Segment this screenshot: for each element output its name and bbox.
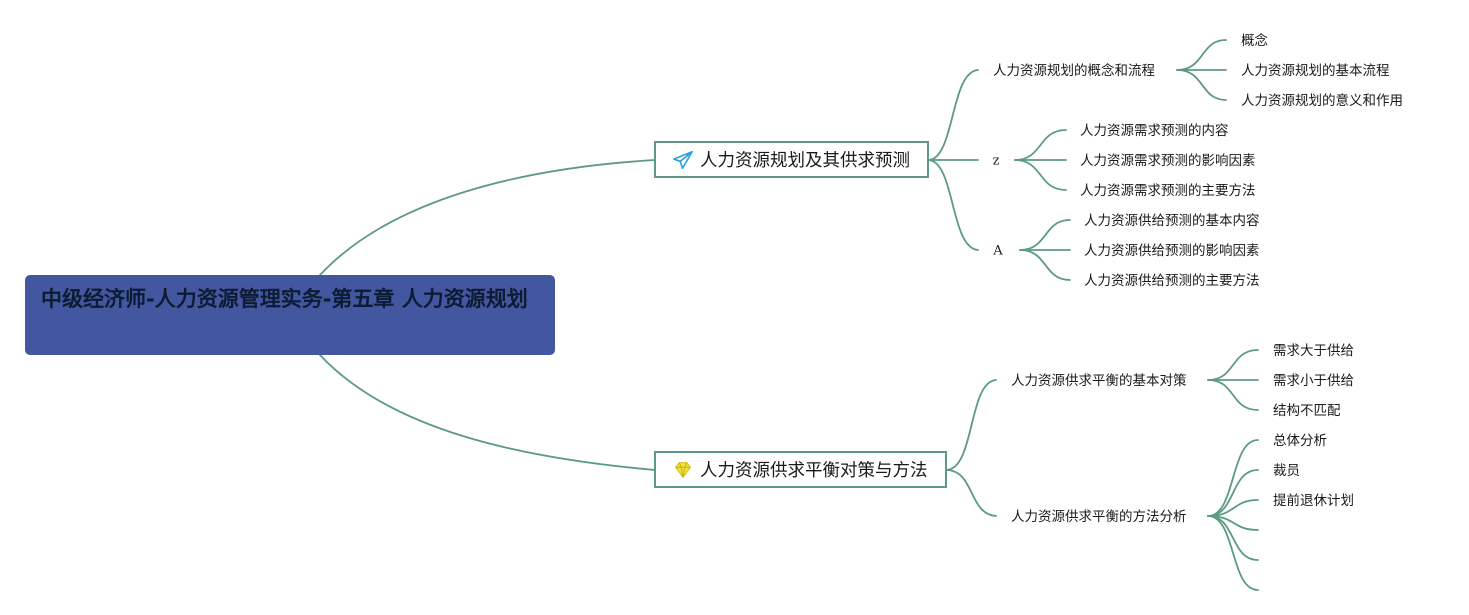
child-supply-content[interactable]: 人力资源供给预测的基本内容 <box>1084 213 1260 229</box>
paper-plane-icon <box>673 150 693 169</box>
connector-branch-2-sub-1 <box>945 379 997 471</box>
connector-branch-2-sub-2 <box>945 469 997 517</box>
branch-label: 人力资源供求平衡对策与方法 <box>700 461 928 481</box>
child-demand-content[interactable]: 人力资源需求预测的内容 <box>1080 123 1229 139</box>
child-demand-exceeds-supply[interactable]: 需求大于供给 <box>1273 343 1354 359</box>
connector-root-branch-1 <box>319 159 656 276</box>
subtopic-method-analysis[interactable]: 人力资源供求平衡的方法分析 <box>1011 509 1187 525</box>
child-demand-below-supply[interactable]: 需求小于供给 <box>1273 373 1354 389</box>
branch-topic-planning[interactable]: 人力资源规划及其供求预测 <box>654 141 929 178</box>
connector-root-branch-2 <box>319 354 656 471</box>
child-overall-analysis[interactable]: 总体分析 <box>1273 433 1327 449</box>
subtopic-basic-strategies[interactable]: 人力资源供求平衡的基本对策 <box>1011 373 1187 389</box>
child-structure-mismatch[interactable]: 结构不匹配 <box>1273 403 1341 419</box>
child-basic-process[interactable]: 人力资源规划的基本流程 <box>1241 63 1390 79</box>
child-early-retirement[interactable]: 提前退休计划 <box>1273 493 1354 509</box>
child-demand-factors[interactable]: 人力资源需求预测的影响因素 <box>1080 153 1256 169</box>
child-demand-methods[interactable]: 人力资源需求预测的主要方法 <box>1080 183 1256 199</box>
child-layoffs[interactable]: 裁员 <box>1273 463 1300 479</box>
root-title: 中级经济师-人力资源管理实务-第五章 人力资源规划 <box>41 287 528 311</box>
root-topic[interactable]: 中级经济师-人力资源管理实务-第五章 人力资源规划 <box>25 275 555 355</box>
diamond-icon <box>675 461 691 478</box>
child-supply-factors[interactable]: 人力资源供给预测的影响因素 <box>1084 243 1260 259</box>
connector-branch-1-sub-1 <box>927 69 979 161</box>
child-concept[interactable]: 概念 <box>1241 33 1268 49</box>
branch-label: 人力资源规划及其供求预测 <box>700 151 910 171</box>
child-supply-methods[interactable]: 人力资源供给预测的主要方法 <box>1084 273 1260 289</box>
branch-topic-balance[interactable]: 人力资源供求平衡对策与方法 <box>654 451 947 488</box>
connector-branch-1-sub-3 <box>927 159 979 251</box>
child-significance[interactable]: 人力资源规划的意义和作用 <box>1241 93 1403 109</box>
subtopic-planning-concept[interactable]: 人力资源规划的概念和流程 <box>993 63 1155 79</box>
subtopic-supply-forecast[interactable]: A <box>993 243 1003 259</box>
subtopic-demand-forecast[interactable]: z <box>992 153 1000 169</box>
